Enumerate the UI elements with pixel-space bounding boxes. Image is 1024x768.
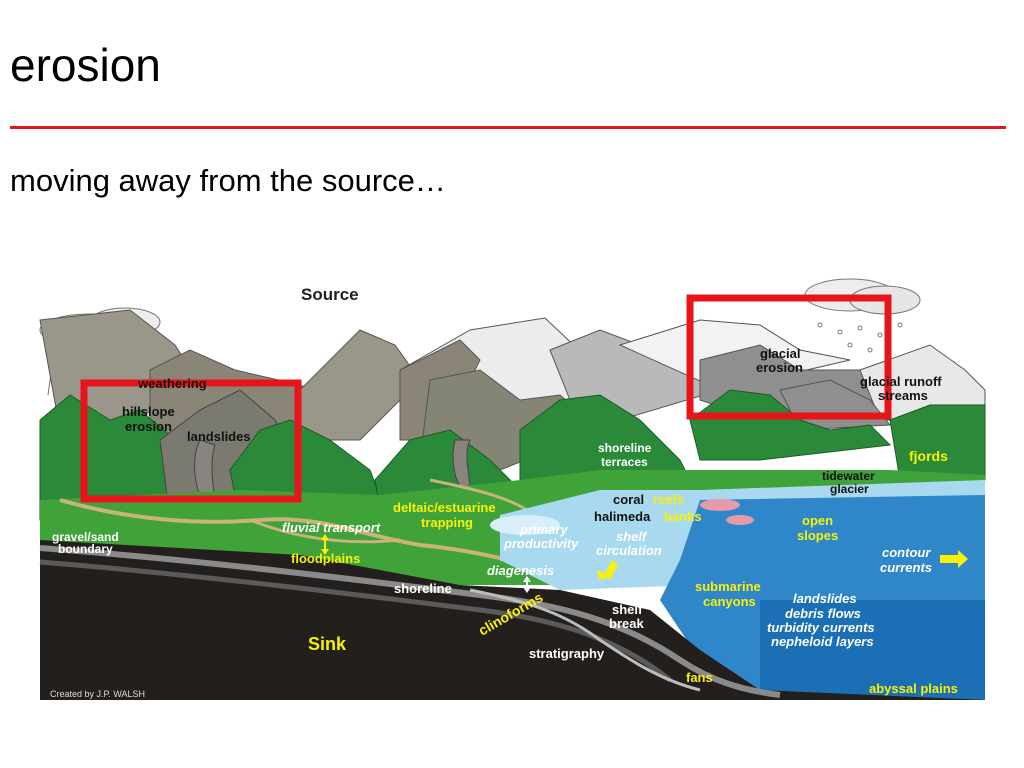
label-weathering: weathering <box>137 376 207 391</box>
label-banks: banks <box>664 509 702 524</box>
highlight-box-glacial <box>686 294 892 420</box>
label-glacial-erosion-2: erosion <box>756 360 803 375</box>
label-shelf-break: shelf <box>612 602 643 617</box>
label-fjords: fjords <box>909 448 948 464</box>
label-glacial-erosion: glacial <box>760 346 800 361</box>
label-shelf-circulation: shelf <box>616 529 648 544</box>
label-hillslope-erosion-2: erosion <box>125 419 172 434</box>
label-primary: primary <box>519 522 568 537</box>
label-landslides-land: landslides <box>187 429 251 444</box>
label-debris-flows: debris flows <box>785 606 861 621</box>
label-halimeda: halimeda <box>594 509 651 524</box>
label-fluvial-transport: fluvial transport <box>282 520 381 535</box>
label-turbidity-currents: turbidity currents <box>767 620 875 635</box>
subsurface-strata <box>39 540 985 700</box>
label-shoreline-terraces-2: terraces <box>601 455 648 469</box>
label-shoreline-terraces: shoreline <box>598 441 652 455</box>
label-deltaic: deltaic/estuarine <box>393 500 496 515</box>
label-source: Source <box>301 285 359 304</box>
label-primary-2: productivity <box>503 536 579 551</box>
label-coral: coral <box>613 492 644 507</box>
label-gravel-sand: gravel/sand <box>52 530 119 544</box>
label-shelf-break-2: break <box>609 616 644 631</box>
highlight-box-hillslope <box>80 379 302 503</box>
label-nepheloid-layers: nepheloid layers <box>771 634 874 649</box>
snow-cloud <box>804 278 921 353</box>
label-submarine-canyons: submarine <box>695 579 761 594</box>
label-reefs: reefs <box>653 492 684 507</box>
label-sink: Sink <box>308 634 347 654</box>
slide-subtitle: moving away from the source… <box>10 163 446 198</box>
arrows <box>321 534 968 593</box>
slide-title: erosion <box>10 39 161 91</box>
label-fans: fans <box>686 670 713 685</box>
label-tidewater-glacier-2: glacier <box>830 482 869 496</box>
label-hillslope-erosion: hillslope <box>122 404 175 419</box>
label-open-slopes-2: slopes <box>797 528 838 543</box>
label-open-slopes: open <box>802 513 833 528</box>
label-contour-currents: contour <box>882 545 931 560</box>
label-stratigraphy: stratigraphy <box>529 646 605 661</box>
label-submarine-canyons-2: canyons <box>703 594 756 609</box>
label-abyssal-plains: abyssal plains <box>869 681 958 696</box>
ocean-shelf <box>490 480 985 700</box>
label-diagenesis: diagenesis <box>487 563 554 578</box>
label-gravel-sand-2: boundary <box>58 542 113 556</box>
label-glacial-runoff-2: streams <box>878 388 928 403</box>
title-underline <box>10 126 1006 129</box>
label-contour-currents-2: currents <box>880 560 932 575</box>
label-landslides-sea: landslides <box>793 591 857 606</box>
label-shelf-circulation-2: circulation <box>596 543 662 558</box>
label-glacial-runoff: glacial runoff <box>860 374 942 389</box>
label-credit: Created by J.P. WALSH <box>50 689 145 699</box>
label-deltaic-2: trapping <box>421 515 473 530</box>
label-tidewater-glacier: tidewater <box>822 469 875 483</box>
label-shoreline: shoreline <box>394 581 452 596</box>
label-floodplains: floodplains <box>291 551 360 566</box>
